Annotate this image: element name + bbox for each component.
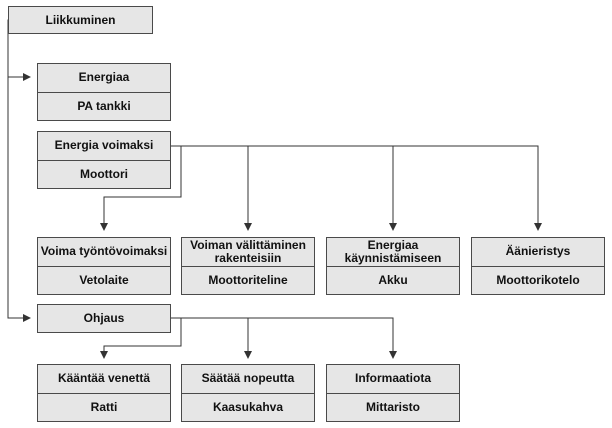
component-label: Moottori: [37, 160, 171, 189]
component-label: Akku: [326, 266, 460, 295]
function-label: Energiaa käynnistämiseen: [326, 237, 460, 267]
function-label: Äänieristys: [471, 237, 605, 267]
group-aanieristys: Äänieristys Moottorikotelo: [471, 237, 605, 295]
root-box: Liikkuminen: [8, 6, 153, 34]
function-label: Kääntää venettä: [37, 364, 171, 394]
function-label: Energiaa: [37, 63, 171, 93]
group-kaantaa-venetta: Kääntää venettä Ratti: [37, 364, 171, 422]
group-energia-voimaksi: Energia voimaksi Moottori: [37, 131, 171, 189]
group-energiaa-kaynnistamiseen: Energiaa käynnistämiseen Akku: [326, 237, 460, 295]
group-voiman-valittaminen: Voiman välittäminen rakenteisiin Moottor…: [181, 237, 315, 295]
function-label: Ohjaus: [37, 304, 171, 333]
component-label: PA tankki: [37, 92, 171, 121]
connector-ev-bus: [171, 145, 542, 231]
group-energiaa: Energiaa PA tankki: [37, 63, 171, 121]
function-label: Informaatiota: [326, 364, 460, 394]
component-label: Kaasukahva: [181, 393, 315, 422]
component-label: Ratti: [37, 393, 171, 422]
group-saataa-nopeutta: Säätää nopeutta Kaasukahva: [181, 364, 315, 422]
component-label: Vetolaite: [37, 266, 171, 295]
function-label: Energia voimaksi: [37, 131, 171, 161]
connector-oh-bus: [171, 317, 397, 359]
group-informaatiota: Informaatiota Mittaristo: [326, 364, 460, 422]
function-label: Säätää nopeutta: [181, 364, 315, 394]
group-voima-tyontovoimaksi: Voima työntövoimaksi Vetolaite: [37, 237, 171, 295]
component-label: Moottorikotelo: [471, 266, 605, 295]
connector-root-spine: [7, 19, 37, 322]
component-label: Moottoriteline: [181, 266, 315, 295]
group-ohjaus: Ohjaus: [37, 304, 171, 333]
component-label: Mittaristo: [326, 393, 460, 422]
function-label: Voima työntövoimaksi: [37, 237, 171, 267]
function-label: Voiman välittäminen rakenteisiin: [181, 237, 315, 267]
root-label: Liikkuminen: [8, 6, 153, 34]
